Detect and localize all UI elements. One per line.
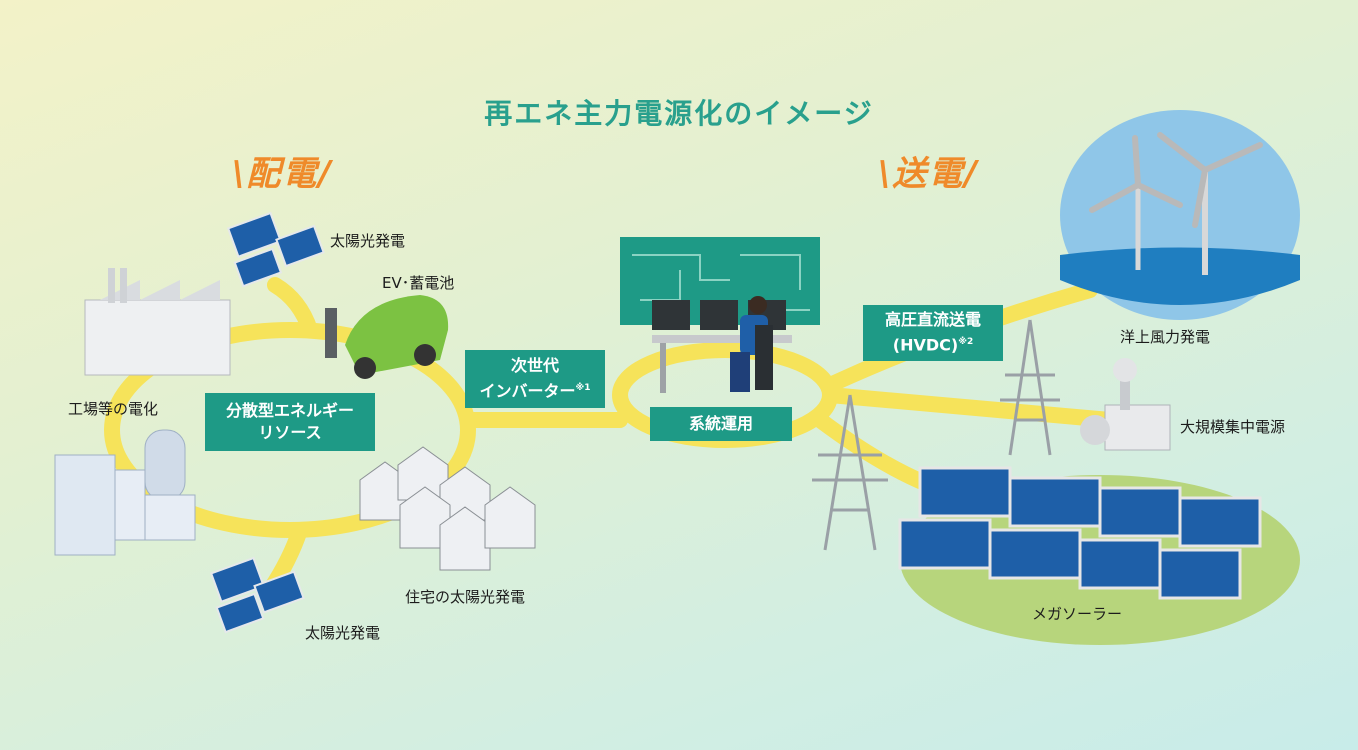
label-factory: 工場等の電化 <box>68 400 159 418</box>
power-plant-illustration <box>1080 358 1171 451</box>
der-line1: 分散型エネルギー <box>225 401 354 420</box>
hvdc-note: ※2 <box>958 337 974 348</box>
hvdc-line2-wrap: (HVDC)※2 <box>893 331 973 356</box>
label-residential-solar: 住宅の太陽光発電 <box>405 588 526 606</box>
system-ops-box: 系統運用 <box>650 407 792 441</box>
label-solar-top: 太陽光発電 <box>330 232 406 250</box>
office-buildings-illustration <box>54 429 196 556</box>
der-box: 分散型エネルギー リソース <box>205 393 375 451</box>
inverter-line1: 次世代 <box>510 356 559 376</box>
label-mega-solar: メガソーラー <box>1032 605 1123 623</box>
label-solar-bottom: 太陽光発電 <box>305 624 381 642</box>
label-offshore-wind: 洋上風力発電 <box>1120 328 1211 346</box>
transmission-towers <box>812 319 1060 551</box>
inverter-note: ※1 <box>575 383 591 394</box>
system-ops-label: 系統運用 <box>688 414 753 433</box>
der-line2: リソース <box>258 423 322 442</box>
ev-illustration <box>325 295 449 379</box>
diagram-title: 再エネ主力電源化のイメージ <box>484 97 874 130</box>
factory-illustration <box>84 268 231 376</box>
offshore-wind-illustration <box>1060 110 1300 320</box>
hvdc-box: 高圧直流送電 (HVDC)※2 <box>863 305 1003 361</box>
label-large-central: 大規模集中電源 <box>1180 418 1286 436</box>
inverter-box: 次世代 インバーター※1 <box>465 350 605 408</box>
inverter-line2-wrap: インバーター※1 <box>479 377 590 402</box>
houses-illustration <box>359 446 536 571</box>
inverter-line2: インバーター <box>479 381 576 401</box>
hvdc-line1: 高圧直流送電 <box>884 310 981 330</box>
distribution-heading: \配電/ <box>232 154 333 194</box>
transmission-heading: \送電/ <box>878 154 979 194</box>
mega-solar-illustration <box>898 466 1300 645</box>
hvdc-line2: (HVDC) <box>892 335 959 355</box>
control-room-illustration <box>620 237 820 393</box>
label-ev-battery: EV･蓄電池 <box>382 274 455 292</box>
solar-panels-illustration <box>209 211 325 634</box>
